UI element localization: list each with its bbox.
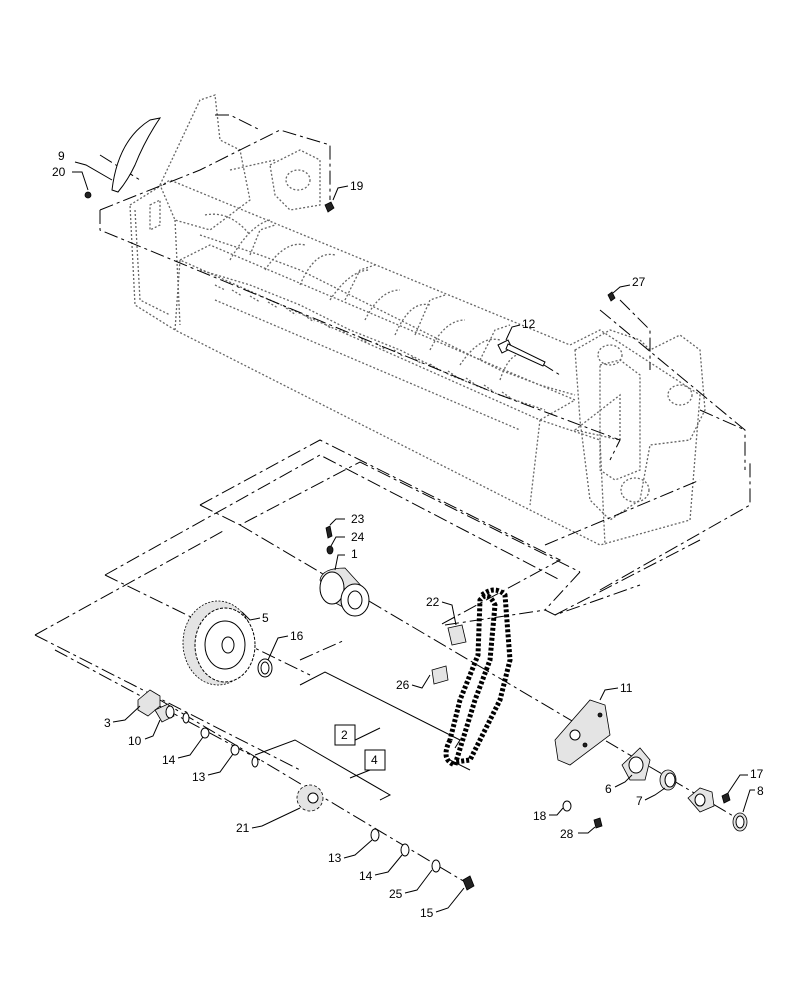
callout-2: 2 [341, 728, 348, 742]
kit-box-2 [334, 724, 356, 746]
callout-26: 26 [396, 678, 410, 692]
callout-13-a: 13 [192, 770, 206, 784]
kit-box-4 [364, 749, 386, 771]
callout-9: 9 [58, 149, 65, 163]
callout-21: 21 [236, 821, 250, 835]
leader-lines [72, 161, 755, 913]
bearing-7 [659, 769, 677, 791]
bolt-27 [607, 291, 616, 302]
callout-24: 24 [351, 530, 365, 544]
washer-16 [257, 658, 273, 678]
small-sprocket-21 [296, 784, 324, 812]
housing-outline-phantom [99, 114, 751, 591]
callout-23: 23 [351, 512, 365, 526]
bushing-10 [154, 703, 175, 723]
washers-14-13 [182, 712, 259, 768]
washer-24 [326, 545, 334, 555]
callout-28: 28 [560, 827, 574, 841]
seal-8 [732, 812, 748, 832]
nut-28 [593, 817, 603, 829]
callout-16: 16 [290, 629, 304, 643]
callout-18: 18 [533, 809, 547, 823]
bearing-flange-6 [621, 747, 651, 781]
callout-14-b: 14 [359, 869, 373, 883]
callout-22: 22 [426, 595, 440, 609]
flange-plate [687, 787, 715, 813]
rotor-frame-assembly [129, 94, 706, 546]
callout-13-b: 13 [328, 851, 342, 865]
large-sprocket-part [182, 600, 256, 686]
long-bolt-12 [497, 339, 546, 367]
screw-23 [325, 525, 333, 539]
bolt-17 [721, 792, 731, 804]
callout-3: 3 [104, 716, 111, 730]
bolt-20 [84, 191, 92, 199]
tensioner-plate-part [554, 699, 611, 766]
callout-5: 5 [262, 611, 269, 625]
kit-bracket-4 [254, 739, 392, 801]
callout-6: 6 [605, 782, 612, 796]
callout-numbers: 1 2 3 4 5 6 7 8 9 10 11 12 13 13 14 14 1… [52, 149, 764, 920]
callout-11: 11 [620, 681, 633, 695]
callout-14-a: 14 [162, 753, 176, 767]
lower-hardware-stack [370, 828, 475, 891]
callout-1: 1 [351, 547, 358, 561]
roller-chain-part [443, 587, 513, 769]
callout-17: 17 [750, 767, 764, 781]
callout-27: 27 [632, 275, 646, 289]
callout-25: 25 [389, 887, 403, 901]
callout-8: 8 [757, 784, 764, 798]
callout-15: 15 [420, 906, 434, 920]
callout-12: 12 [522, 317, 536, 331]
callout-4: 4 [371, 753, 378, 767]
bearing-housing-part [319, 567, 370, 617]
deflector-blade-part [111, 117, 162, 193]
callout-19: 19 [350, 179, 364, 193]
callout-7: 7 [636, 794, 643, 808]
bolt-19 [324, 201, 335, 213]
washer-18 [562, 800, 572, 812]
callout-10: 10 [128, 734, 142, 748]
callout-20: 20 [52, 165, 66, 179]
lower-frame-phantom [34, 439, 701, 771]
offset-link-26 [431, 665, 449, 685]
connecting-link-22 [447, 624, 467, 646]
bracket-3 [137, 689, 161, 717]
